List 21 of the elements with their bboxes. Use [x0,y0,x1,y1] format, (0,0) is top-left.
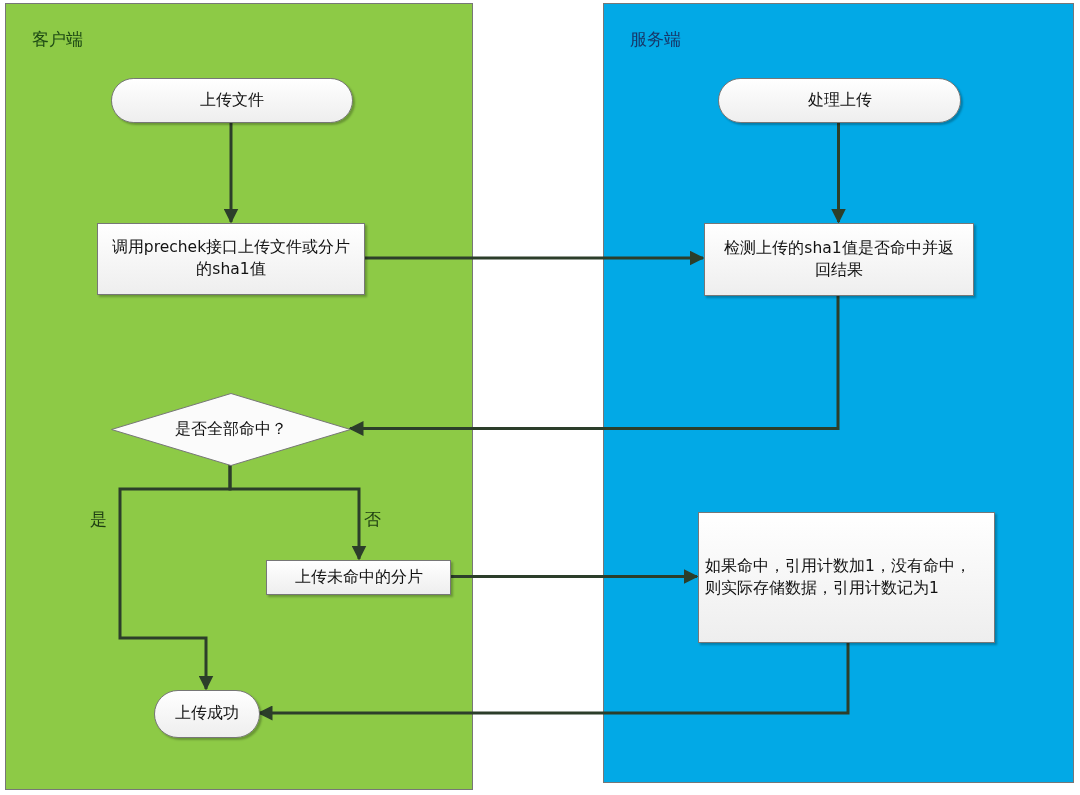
process-box: 检测上传的sha1值是否命中并返回结果 [704,223,974,296]
lane-heading: 客户端 [32,28,83,51]
terminal-box: 处理上传 [718,78,961,123]
branch-label: 否 [364,508,381,531]
process-box: 上传未命中的分片 [266,560,451,595]
terminal-box: 上传文件 [111,78,353,123]
arrow [450,569,699,584]
arrow [831,122,846,224]
arrow [364,250,705,266]
branch-label: 是 [90,508,107,531]
arrow [228,465,367,561]
arrow [257,642,850,721]
swimlane [603,3,1074,783]
arrow [223,122,239,224]
process-box: 如果命中，引用计数加1，没有命中，则实际存储数据，引用计数记为1 [698,512,995,643]
decision-diamond: 是否全部命中？ [111,393,351,466]
process-box: 调用prechek接口上传文件或分片的sha1值 [97,223,365,295]
arrow [348,295,840,436]
terminal-box: 上传成功 [154,690,260,738]
lane-heading: 服务端 [630,28,681,51]
swimlane [5,3,473,790]
